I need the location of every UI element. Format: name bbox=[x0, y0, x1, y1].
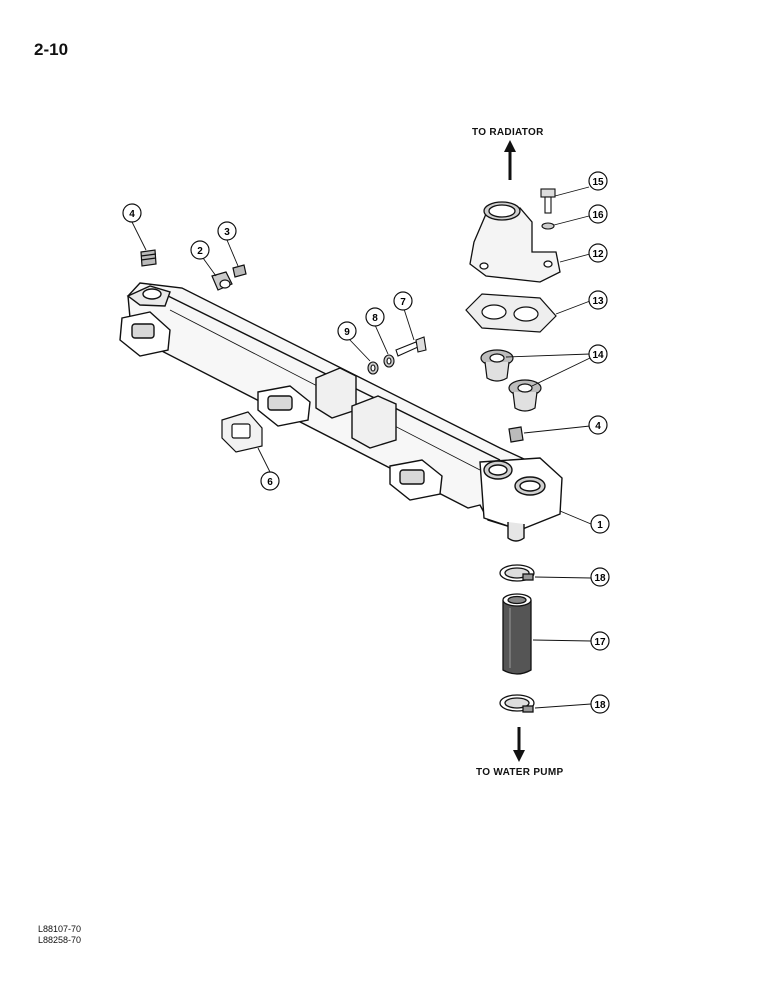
svg-text:17: 17 bbox=[594, 637, 606, 648]
svg-text:15: 15 bbox=[592, 177, 604, 188]
pipe-plug-right bbox=[508, 426, 524, 443]
callout-2: 2 bbox=[190, 240, 210, 260]
svg-text:3: 3 bbox=[224, 227, 230, 238]
figure-code: L88107-70 bbox=[38, 924, 82, 934]
svg-text:13: 13 bbox=[592, 296, 604, 307]
figure-code: L88258-70 bbox=[38, 935, 82, 945]
callout-18-upper: 18 bbox=[590, 567, 610, 587]
thermostat-lower bbox=[508, 379, 542, 412]
callout-4: 4 bbox=[122, 203, 142, 223]
hose-clamp-upper bbox=[499, 564, 535, 582]
pipe-plug bbox=[140, 249, 157, 267]
svg-text:7: 7 bbox=[400, 297, 406, 308]
callout-17: 17 bbox=[590, 631, 610, 651]
flat-washer bbox=[367, 361, 379, 375]
thermostat-housing bbox=[469, 201, 561, 283]
housing-bolt bbox=[540, 188, 556, 214]
cap-screw bbox=[395, 336, 427, 357]
hose-clamp-lower bbox=[499, 694, 535, 713]
svg-text:12: 12 bbox=[592, 249, 604, 260]
to-radiator-label: TO RADIATOR bbox=[472, 127, 544, 138]
callout-6: 6 bbox=[260, 471, 280, 491]
svg-text:18: 18 bbox=[594, 700, 606, 711]
svg-text:1: 1 bbox=[597, 520, 603, 531]
housing-gasket bbox=[465, 293, 557, 333]
svg-text:18: 18 bbox=[594, 573, 606, 584]
to-water-pump-label: TO WATER PUMP bbox=[476, 767, 564, 778]
svg-text:16: 16 bbox=[592, 210, 604, 221]
svg-text:2: 2 bbox=[197, 246, 203, 257]
svg-text:14: 14 bbox=[592, 350, 604, 361]
callout-7: 7 bbox=[393, 291, 413, 311]
housing-washer bbox=[541, 222, 555, 230]
callout-9: 9 bbox=[337, 321, 357, 341]
callout-3: 3 bbox=[217, 221, 237, 241]
to-radiator-arrow bbox=[504, 140, 516, 180]
callout-16: 16 bbox=[588, 204, 608, 224]
callout-4-right: 4 bbox=[588, 415, 608, 435]
svg-text:4: 4 bbox=[129, 209, 135, 220]
elbow-fitting bbox=[211, 271, 233, 291]
svg-text:9: 9 bbox=[344, 327, 350, 338]
small-plug bbox=[232, 264, 247, 278]
callout-15: 15 bbox=[588, 171, 608, 191]
water-manifold bbox=[119, 282, 563, 542]
svg-text:6: 6 bbox=[267, 477, 273, 488]
manifold-gasket bbox=[221, 411, 263, 453]
callout-13: 13 bbox=[588, 290, 608, 310]
callout-12: 12 bbox=[588, 243, 608, 263]
svg-text:8: 8 bbox=[372, 313, 378, 324]
callout-18-lower: 18 bbox=[590, 694, 610, 714]
svg-text:4: 4 bbox=[595, 421, 601, 432]
leader-lines bbox=[131, 186, 592, 709]
callout-8: 8 bbox=[365, 307, 385, 327]
to-water-pump-arrow bbox=[513, 727, 525, 762]
callout-1: 1 bbox=[590, 514, 610, 534]
thermostat-upper bbox=[480, 349, 514, 382]
lock-washer bbox=[383, 354, 395, 368]
hose bbox=[502, 593, 532, 675]
callout-14: 14 bbox=[588, 344, 608, 364]
page-number: 2-10 bbox=[34, 40, 69, 59]
